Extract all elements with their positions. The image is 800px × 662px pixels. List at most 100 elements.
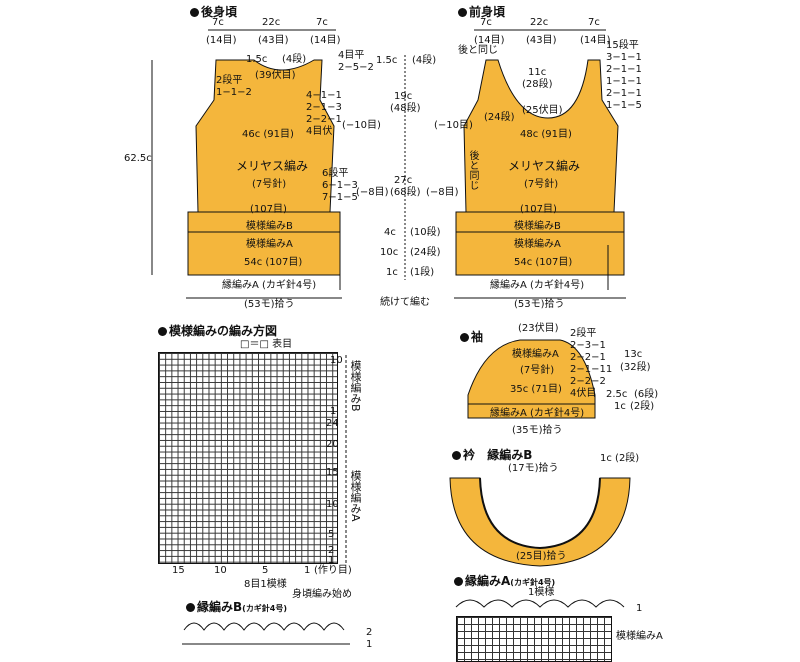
front-pat-b: 模様編みB [514,221,561,232]
pattern-r15: 15 [326,467,339,478]
heading-back: 後身頃 [190,3,237,20]
sleeve-h2: 2.5c [606,389,628,400]
front-bottom-st: (107目) [520,204,557,215]
back-height: 62.5c [124,153,152,164]
back-shoulder: 4目平 2−5−2 [338,50,374,73]
back-top-right: 7c [316,17,328,28]
sleeve-h3: 1c [614,401,626,412]
front-top-mid: 22c [530,17,549,28]
back-dec: (−10目) [342,120,381,131]
heading-edge-a: 縁編みA(カギ針4号) [454,572,555,589]
front-same-v: 後と同じ [467,150,478,190]
back-top-mid-st: (43目) [258,35,289,46]
pattern-c5: 5 [262,565,269,576]
mid-r4s: (10段) [410,227,441,238]
mid-r3: 27c [394,175,413,186]
front-top-left: 7c [480,17,492,28]
mid-r1: 1.5c [376,55,398,66]
pattern-lab-a: 模様編みA [349,470,362,522]
front-side-dec: (−8目) [426,187,459,198]
edge-a-chart-grid [456,616,612,662]
mid-r6: 1c [386,267,398,278]
back-top-left-st: (14目) [206,35,237,46]
pattern-r1: 1 [330,406,337,417]
pattern-r2: 2 [328,545,335,556]
back-neck: 1.5c [246,54,268,65]
pattern-repeat: 8目1模様 [244,579,287,590]
front-fabric: メリヤス編み [508,159,581,173]
front-rows24: (24段) [484,112,515,123]
sleeve-pat: 模様編みA [512,349,559,360]
back-hem: 54c (107目) [244,257,303,268]
edge-a-repeat: 1模様 [528,587,555,598]
front-top-right: 7c [588,17,600,28]
sleeve-pickup: (35モ)拾う [512,425,563,436]
sleeve-width: 35c (71目) [510,384,562,395]
front-top-mid-st: (43目) [526,35,557,46]
front-edge: 縁編みA (カギ針4号) [490,280,585,291]
sleeve-dec: 2段平 2−3−1 2−2−1 2−1−11 2−2−2 4伏目 [570,328,613,399]
pattern-body-start: 身頃編み始め [292,589,352,600]
heading-pattern: 模様編みの編み方図 [158,322,277,339]
back-armhole-left: 2段平 1−1−2 [216,75,252,98]
back-width: 46c (91目) [242,129,294,140]
edge-a-label: 模様編みA [616,631,663,642]
sleeve-h3s: (2段) [630,401,655,412]
front-body-shape [455,59,625,276]
front-needle: (7号針) [524,179,559,190]
pattern-r10: 10 [330,355,343,366]
back-top-right-st: (14目) [310,35,341,46]
mid-r2: 19c [394,91,413,102]
edge-a-row1: 1 [636,603,643,614]
pattern-r10b: 10 [326,499,339,510]
back-top-mid: 22c [262,17,281,28]
mid-r5s: (24段) [410,247,441,258]
collar-side: 1c (2段) [600,453,640,464]
heading-sleeve: 袖 [460,328,483,345]
sleeve-top: (23伏目) [518,323,559,334]
edge-b-stitches [183,622,345,631]
edge-b-row2: 2 [366,627,373,638]
heading-front: 前身頃 [458,3,505,20]
back-bottom-st: (107目) [250,204,287,215]
front-neck-rows: (28段) [522,79,553,90]
pattern-c15: 15 [172,565,185,576]
front-neck-bind: (25伏目) [522,105,563,116]
pattern-legend: □＝□ 表目 [240,339,293,350]
pattern-r5: 5 [328,529,335,540]
front-neck-dec: 15段平 3−1−1 2−1−1 1−1−1 2−1−1 1−1−5 [606,40,642,111]
edge-b-row1: 1 [366,639,373,650]
pattern-r24: 24 [326,418,339,429]
front-pat-a: 模様編みA [514,239,561,250]
back-pat-b: 模様編みB [246,221,293,232]
back-pickup: (53モ)拾う [244,299,295,310]
sleeve-needle: (7号針) [520,365,555,376]
back-side-dec: (−8目) [356,187,389,198]
back-armhole-right: 4−1−1 2−1−3 2−2−1 4目伏 [306,90,342,137]
front-neck-depth: 11c [528,67,547,78]
mid-r6s: (1段) [410,267,435,278]
pattern-lab-b: 模様編みB [349,360,362,412]
collar-bottom: (25目)拾う [516,551,567,562]
sleeve-h1: 13c [624,349,643,360]
front-hem: 54c (107目) [514,257,573,268]
back-side: 6段平 6−1−3 7−1−5 [322,168,358,203]
pattern-r20: 20 [326,439,339,450]
front-top-right-st: (14目) [580,35,611,46]
back-pat-a: 模様編みA [246,239,293,250]
mid-cont: 続けて編む [380,297,430,308]
heading-collar: 衿 縁編みB [452,446,532,463]
mid-r2s: (48段) [390,103,421,114]
back-fabric: メリヤス編み [236,159,309,173]
pattern-c1: 1 [304,565,311,576]
heading-edge-b: 縁編みB(カギ針4号) [186,598,287,615]
pattern-start: (作り目) [314,565,352,576]
sleeve-edge: 縁編みA (カギ針4号) [490,408,585,419]
back-top-left: 7c [212,17,224,28]
back-neck-st: (39伏目) [255,70,296,81]
collar-top: (17モ)拾う [508,463,559,474]
mid-r4: 4c [384,227,396,238]
sleeve-h2s: (6段) [634,389,659,400]
front-pickup: (53モ)拾う [514,299,565,310]
